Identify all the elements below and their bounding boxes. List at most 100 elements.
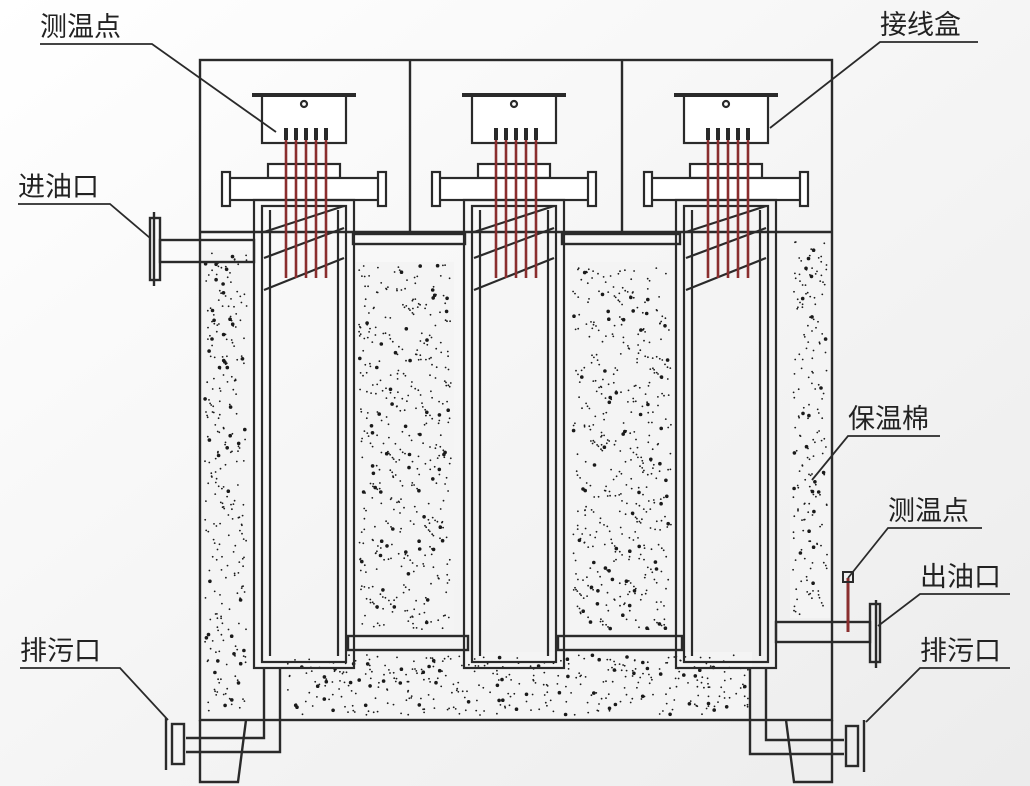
insulation-speckle — [661, 359, 664, 361]
insulation-speckle — [425, 410, 429, 415]
insulation-speckle — [588, 298, 590, 300]
insulation-speckle — [399, 448, 402, 451]
insulation-speckle — [214, 481, 217, 484]
insulation-speckle — [240, 357, 245, 361]
insulation-speckle — [243, 556, 245, 559]
insulation-speckle — [723, 697, 726, 699]
insulation-speckle — [370, 431, 375, 435]
insulation-speckle — [371, 538, 374, 541]
insulation-speckle — [508, 704, 511, 707]
insulation-speckle — [746, 705, 749, 708]
insulation-speckle — [618, 300, 621, 303]
insulation-speckle — [217, 485, 220, 488]
insulation-speckle — [611, 680, 614, 683]
insulation-speckle — [377, 545, 379, 547]
insulation-speckle — [399, 409, 402, 412]
insulation-speckle — [804, 266, 808, 271]
insulation-speckle — [798, 470, 801, 472]
insulation-speckle — [216, 691, 219, 693]
insulation-speckle — [366, 412, 369, 414]
insulation-speckle — [396, 353, 399, 356]
insulation-speckle — [813, 296, 816, 299]
insulation-speckle — [441, 521, 443, 524]
insulation-speckle — [432, 698, 435, 701]
insulation-speckle — [645, 589, 648, 592]
insulation-speckle — [713, 705, 716, 708]
insulation-speckle — [655, 309, 658, 311]
insulation-speckle — [613, 443, 616, 446]
insulation-speckle — [419, 354, 422, 357]
insulation-speckle — [417, 547, 422, 551]
insulation-speckle — [618, 550, 621, 553]
insulation-speckle — [746, 703, 749, 706]
insulation-speckle — [207, 709, 210, 712]
insulation-speckle — [239, 529, 241, 532]
insulation-speckle — [565, 700, 568, 703]
insulation-speckle — [793, 373, 796, 375]
baffle-1 — [473, 204, 555, 234]
insulation-speckle — [645, 666, 650, 671]
insulation-speckle — [445, 476, 448, 479]
insulation-speckle — [542, 683, 545, 686]
insulation-speckle — [446, 400, 448, 403]
insulation-speckle — [399, 270, 404, 275]
insulation-speckle — [814, 483, 817, 486]
insulation-speckle — [666, 366, 669, 369]
insulation-speckle — [217, 417, 220, 420]
insulation-speckle — [720, 686, 723, 689]
insulation-speckle — [393, 599, 395, 602]
insulation-speckle — [622, 422, 625, 424]
insulation-speckle — [605, 623, 607, 626]
insulation-speckle — [483, 664, 486, 667]
insulation-speckle — [796, 598, 798, 601]
insulation-speckle — [424, 408, 427, 411]
insulation-speckle — [415, 627, 418, 629]
insulation-speckle — [439, 445, 442, 448]
insulation-speckle — [637, 544, 641, 549]
insulation-speckle — [401, 397, 404, 400]
insulation-speckle — [659, 529, 661, 531]
insulation-speckle — [650, 676, 653, 679]
insulation-speckle — [578, 381, 581, 383]
insulation-speckle — [376, 383, 379, 386]
insulation-speckle — [224, 443, 227, 446]
insulation-speckle — [667, 394, 670, 396]
insulation-speckle — [365, 321, 369, 325]
insulation-speckle — [632, 400, 635, 403]
insulation-speckle — [404, 452, 406, 455]
insulation-speckle — [649, 508, 652, 510]
insulation-speckle — [648, 434, 651, 437]
insulation-speckle — [809, 295, 812, 298]
insulation-speckle — [230, 322, 235, 327]
insulation-speckle — [234, 544, 237, 547]
insulation-speckle — [647, 356, 649, 359]
insulation-speckle — [638, 386, 641, 389]
insulation-speckle — [797, 509, 799, 512]
insulation-speckle — [445, 384, 448, 387]
insulation-speckle — [404, 550, 408, 554]
insulation-speckle — [586, 576, 588, 579]
insulation-speckle — [583, 657, 586, 660]
label-oil-outlet: 出油口 — [920, 562, 1001, 593]
insulation-speckle — [376, 488, 379, 491]
insulation-speckle — [797, 508, 799, 511]
insulation-speckle — [209, 647, 212, 650]
insulation-speckle — [360, 408, 362, 410]
insulation-speckle — [437, 467, 442, 472]
insulation-speckle — [581, 407, 583, 410]
insulation-speckle — [637, 352, 640, 355]
insulation-speckle — [797, 388, 800, 391]
insulation-speckle — [369, 601, 372, 604]
insulation-speckle — [609, 658, 612, 661]
insulation-speckle — [425, 414, 427, 417]
insulation-speckle — [592, 463, 597, 467]
insulation-speckle — [224, 265, 227, 268]
insulation-speckle — [577, 268, 579, 271]
insulation-speckle — [403, 409, 406, 412]
insulation-speckle — [407, 307, 410, 310]
insulation-speckle — [448, 462, 451, 465]
insulation-speckle — [627, 347, 630, 350]
top-connector-1 — [351, 232, 467, 246]
insulation-speckle — [240, 355, 243, 357]
insulation-speckle — [294, 659, 296, 661]
